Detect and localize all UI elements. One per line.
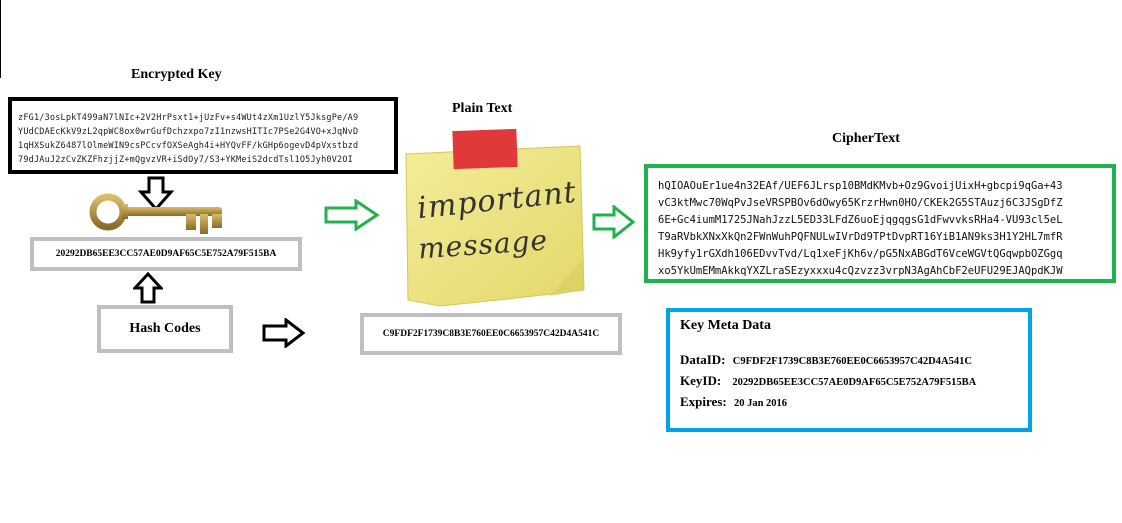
edge-line [0, 0, 1, 78]
pin-tape [452, 128, 518, 170]
cipher-line: vC3ktMwc70WqPvJseVRSPBOv6dOwy65KrzrHwn0H… [658, 197, 1063, 209]
down-arrow-icon [138, 176, 174, 212]
hash-codes-label: Hash Codes [129, 321, 201, 336]
green-right-arrow-icon [592, 205, 636, 239]
meta-title: Key Meta Data [680, 318, 771, 333]
key-id-value: 20292DB65EE3CC57AE0D9AF65C5E752A79F515BA [732, 377, 977, 388]
key-hash-box: 20292DB65EE3CC57AE0D9AF65C5E752A79F515BA [30, 237, 302, 271]
green-right-arrow-icon [324, 199, 380, 231]
expires-value: 20 Jan 2016 [733, 398, 788, 409]
right-arrow-icon [262, 318, 306, 348]
cipher-text-title: CipherText [832, 131, 900, 146]
cipher-line: 6E+Gc4iumM1725JNahJzzL5ED33LFdZ6uoEjqgqg… [658, 214, 1063, 226]
plain-text-title: Plain Text [452, 101, 513, 116]
encrypted-key-line: zFG1/3osLpkT499aN7lNIc+2V2HrPsxt1+jUzFv+… [18, 113, 359, 123]
hash-codes-box: Hash Codes [97, 305, 233, 353]
expires-label: Expires: [680, 394, 727, 409]
data-id-label: DataID: [680, 352, 726, 367]
data-id-value: C9FDF2F1739C8B3E760EE0C6653957C42D4A541C [732, 356, 972, 367]
encrypted-key-title: Encrypted Key [131, 67, 222, 82]
key-meta-data-box: Key Meta Data DataID: C9FDF2F1739C8B3E76… [666, 308, 1032, 432]
meta-row-expires: Expires: 20 Jan 2016 [680, 392, 1018, 413]
cipher-line: hQIOAOuEr1ue4n32EAf/UEF6JLrsp10BMdKMvb+O… [658, 180, 1063, 192]
cipher-text-box: hQIOAOuEr1ue4n32EAf/UEF6JLrsp10BMdKMvb+O… [644, 164, 1116, 283]
encrypted-key-line: 1qHXSukZ6487lOlmeWIN9csPCcvfOXSeAgh4i+HY… [18, 141, 359, 151]
key-hash-value: 20292DB65EE3CC57AE0D9AF65C5E752A79F515BA [55, 249, 277, 259]
meta-row-data-id: DataID: C9FDF2F1739C8B3E760EE0C6653957C4… [680, 350, 1018, 371]
encrypted-key-line: YUdCDAEcKkV9zL2qpWC8ox0wrGufDchzxpo7zI1n… [18, 127, 359, 137]
encrypted-key-box: zFG1/3osLpkT499aN7lNIc+2V2HrPsxt1+jUzFv+… [8, 97, 398, 174]
cipher-line: T9aRVbkXNxXkQn2FWnWuhPQFNULwIVrDd9TPtDvp… [658, 231, 1063, 243]
cipher-line: Hk9yfy1rGXdh106EDvvTvd/Lq1xeFjKh6v/pG5Nx… [658, 248, 1063, 260]
data-hash-box: C9FDF2F1739C8B3E760EE0C6653957C42D4A541C [360, 313, 622, 355]
meta-row-key-id: KeyID: 20292DB65EE3CC57AE0D9AF65C5E752A7… [680, 371, 1018, 392]
encrypted-key-line: 79dJAuJ2zCvZKZFhzjjZ+mQgvzVR+iSdOy7/S3+Y… [18, 155, 353, 165]
key-id-label: KeyID: [680, 373, 722, 388]
sticky-note-graphic [405, 145, 585, 307]
data-hash-value: C9FDF2F1739C8B3E760EE0C6653957C42D4A541C [382, 329, 600, 339]
key-icon [89, 193, 222, 234]
up-arrow-icon [133, 272, 163, 304]
sticky-note [400, 140, 590, 310]
cipher-line: xo5YkUmEMmAkkqYXZLraSEzyxxxu4cQzvzz3vrpN… [658, 265, 1063, 277]
